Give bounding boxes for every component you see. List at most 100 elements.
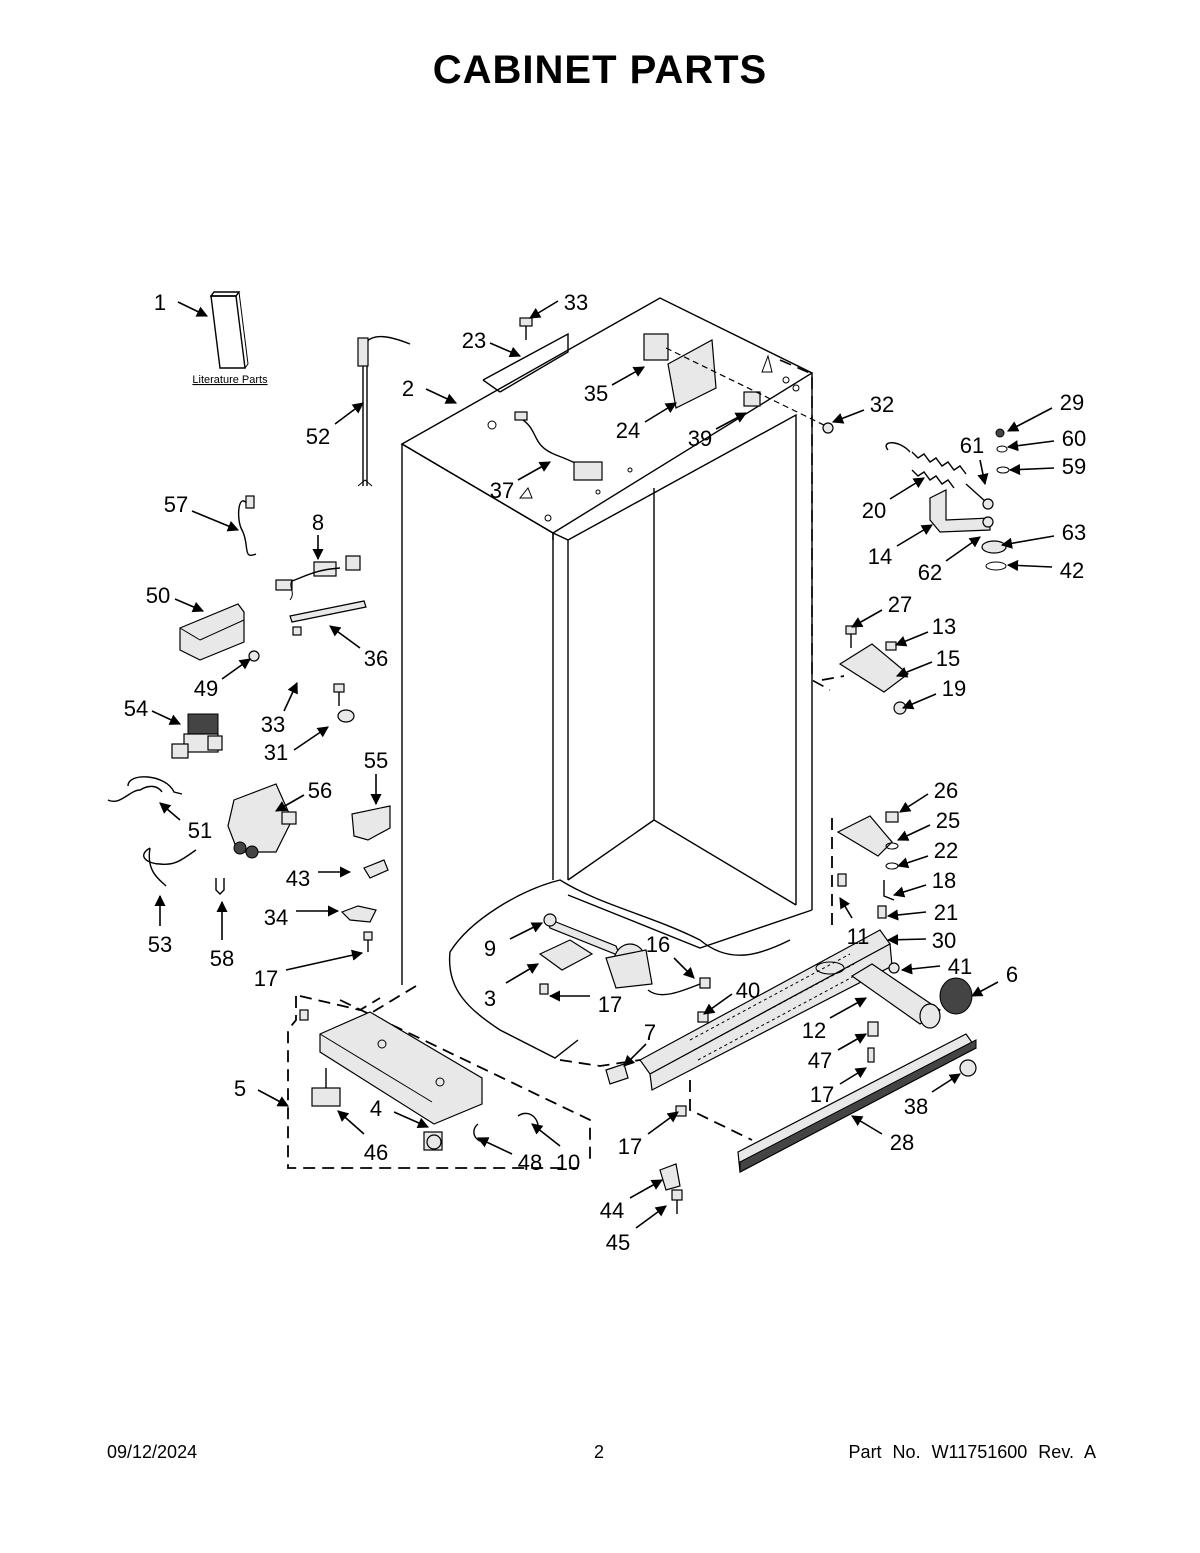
callout-arrow-c37 — [517, 461, 551, 481]
callout-number-c6: 6 — [1006, 962, 1018, 987]
callout-arrow-c3 — [505, 963, 539, 984]
callout-number-c38: 38 — [904, 1094, 928, 1119]
callout-arrow-c35 — [611, 366, 645, 386]
callout-number-c4: 4 — [370, 1096, 382, 1121]
callout-arrow-c50 — [174, 598, 205, 613]
callout-arrow-c51 — [159, 802, 181, 821]
callout-number-c44: 44 — [600, 1198, 624, 1223]
callout-number-c12: 12 — [802, 1018, 826, 1043]
foot-44 — [659, 1163, 683, 1214]
callout-arrow-c23 — [489, 342, 522, 358]
callout-arrow-c22 — [896, 855, 929, 869]
callout-arrow-c33a — [529, 300, 559, 319]
callout-arrow-c29 — [1007, 407, 1053, 432]
callout-number-c30: 30 — [932, 928, 956, 953]
callout-number-c63: 63 — [1062, 520, 1086, 545]
callout-number-c17d: 17 — [618, 1134, 642, 1159]
callout-arrow-c17c — [839, 1067, 867, 1085]
callout-number-c54: 54 — [124, 696, 148, 721]
literature-label: Literature Parts — [192, 374, 268, 386]
callout-number-c47: 47 — [808, 1048, 832, 1073]
screw-top — [519, 317, 533, 340]
bracket-55 — [351, 805, 391, 841]
callout-number-c39: 39 — [688, 426, 712, 451]
callout-number-c21: 21 — [934, 900, 958, 925]
callout-number-c15: 15 — [936, 646, 960, 671]
callout-number-c2: 2 — [402, 376, 414, 401]
callout-arrow-c31 — [293, 726, 329, 751]
roller-assembly — [287, 985, 591, 1169]
callout-number-c46: 46 — [364, 1140, 388, 1165]
bracket-7 — [605, 1063, 629, 1085]
callout-arrow-c9 — [509, 922, 544, 940]
screw-31-33 — [333, 683, 355, 723]
callout-number-c33b: 33 — [261, 712, 285, 737]
callout-number-c1: 1 — [154, 290, 166, 315]
callout-number-c28: 28 — [890, 1130, 914, 1155]
callout-number-c3: 3 — [484, 986, 496, 1011]
cabinet-shell — [400, 297, 814, 1059]
callout-arrow-c42 — [1006, 559, 1053, 572]
clip-43 — [363, 859, 389, 879]
page-title: CABINET PARTS — [432, 48, 768, 92]
callout-number-c59: 59 — [1062, 454, 1086, 479]
callout-arrow-c44 — [629, 1179, 663, 1199]
callout-number-c37: 37 — [490, 478, 514, 503]
callout-arrow-c11 — [839, 897, 853, 919]
callout-number-c60: 60 — [1062, 426, 1086, 451]
footer-page-number: 2 — [594, 1442, 605, 1462]
hinge-bracket — [929, 428, 1010, 571]
callout-arrow-c47 — [837, 1033, 867, 1051]
callout-arrow-c33b — [283, 681, 298, 712]
callout-arrow-c15 — [895, 661, 933, 678]
valve-54 — [171, 713, 223, 759]
tube-53 — [143, 847, 197, 887]
callout-arrow-c5 — [257, 1089, 289, 1107]
callout-arrow-c41 — [900, 963, 941, 975]
callout-arrow-c4 — [393, 1111, 430, 1129]
footer-part-number: Part No. W11751600 Rev. A — [848, 1442, 1096, 1462]
callout-number-c20: 20 — [862, 498, 886, 523]
callout-number-c7: 7 — [644, 1020, 656, 1045]
callout-number-c34: 34 — [264, 905, 288, 930]
callout-number-c55: 55 — [364, 748, 388, 773]
callout-arrow-c17d — [647, 1111, 679, 1135]
literature-booklet — [209, 291, 249, 369]
lower-hinge-plate — [838, 625, 909, 715]
callout-number-c57: 57 — [164, 492, 188, 517]
callout-arrow-c59 — [1008, 463, 1055, 476]
callout-arrow-c19 — [901, 693, 937, 710]
tube-57 — [237, 495, 257, 556]
wire-harness-8 — [275, 555, 361, 601]
callout-number-c48: 48 — [518, 1150, 542, 1175]
callout-number-c43: 43 — [286, 866, 310, 891]
callout-number-c42: 42 — [1060, 558, 1084, 583]
callout-arrow-c54 — [151, 710, 182, 725]
callout-number-c62: 62 — [918, 560, 942, 585]
callout-arrow-c25 — [896, 824, 931, 841]
callout-number-c29: 29 — [1060, 390, 1084, 415]
callout-arrow-c36 — [329, 625, 361, 649]
callout-number-c36: 36 — [364, 646, 388, 671]
callout-arrow-c32 — [831, 409, 865, 424]
callout-arrow-c28 — [851, 1115, 883, 1135]
callout-arrow-c21 — [886, 909, 927, 921]
callout-arrow-c48 — [476, 1137, 513, 1155]
callout-number-c24: 24 — [616, 418, 640, 443]
callout-arrow-c46 — [337, 1110, 365, 1135]
callout-number-c40: 40 — [736, 978, 760, 1003]
base-grille — [639, 929, 893, 1091]
callout-arrow-c2 — [425, 388, 458, 404]
callout-arrow-c56 — [275, 794, 305, 812]
water-tube — [357, 335, 411, 487]
callout-number-c58: 58 — [210, 946, 234, 971]
callout-arrow-c12 — [829, 997, 867, 1019]
callout-number-c17c: 17 — [810, 1082, 834, 1107]
footer-date: 09/12/2024 — [107, 1442, 198, 1462]
wire-harness — [514, 411, 603, 481]
callout-number-c27: 27 — [888, 592, 912, 617]
callout-arrow-c39 — [715, 412, 747, 430]
callout-arrow-c24 — [644, 402, 677, 423]
